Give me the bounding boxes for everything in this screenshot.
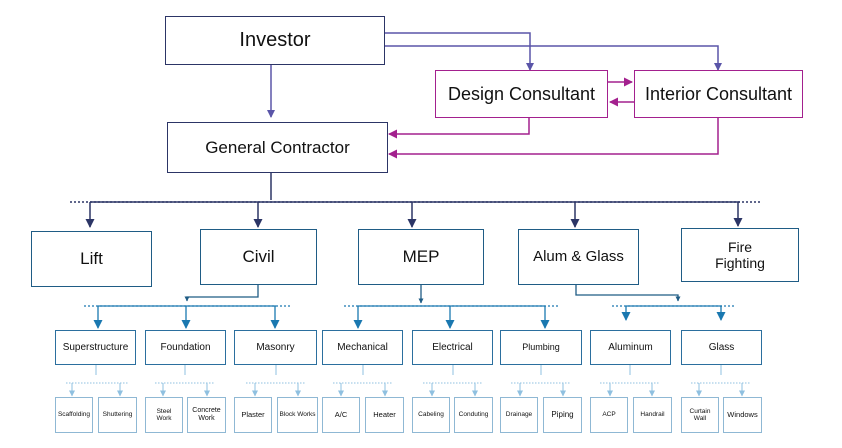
work-steel-work-label-1: Steel xyxy=(156,407,172,415)
subtrade-superstructure: Superstructure xyxy=(55,330,136,365)
work-steel-work-label-2: Work xyxy=(156,415,172,422)
interior-consultant-box: Interior Consultant xyxy=(634,70,803,118)
subtrade-glass: Glass xyxy=(681,330,762,365)
work-plaster-label: Plaster xyxy=(241,409,265,419)
trade-alum-glass: Alum & Glass xyxy=(518,229,639,285)
work-block-works-label: Block Works xyxy=(279,411,316,419)
subtrade-electrical-label: Electrical xyxy=(432,341,473,353)
trade-lift-label: Lift xyxy=(80,249,103,269)
subtrade-aluminum: Aluminum xyxy=(590,330,671,365)
trade-alum-glass-label: Alum & Glass xyxy=(533,248,624,266)
subtrade-superstructure-label: Superstructure xyxy=(62,341,129,353)
work-concrete-work-label-2: Work xyxy=(198,415,215,422)
trade-fire-fighting-label-2: Fighting xyxy=(715,255,765,271)
work-handrail-label: Handrail xyxy=(640,411,665,419)
work-curtain-wall: Curtain Wall xyxy=(681,397,719,433)
work-scaffolding: Scaffolding xyxy=(55,397,93,433)
subtrade-foundation: Foundation xyxy=(145,330,226,365)
subtrade-glass-label: Glass xyxy=(708,341,735,353)
work-conduting-label: Conduting xyxy=(458,411,489,419)
work-concrete-work-label-1: Concrete xyxy=(192,406,221,414)
investor-links xyxy=(267,32,722,118)
work-steel-work: Steel Work xyxy=(145,397,183,433)
work-cabeling: Cabeling xyxy=(412,397,450,433)
work-shuttering-label: Shuttering xyxy=(102,411,133,419)
work-cabeling-label: Cabeling xyxy=(418,411,444,419)
work-drainage: Drainage xyxy=(500,397,538,433)
work-curtain-wall-label-1: Curtain xyxy=(689,407,711,415)
consultant-links xyxy=(388,77,719,159)
work-block-works: Block Works xyxy=(277,397,318,433)
work-ac: A/C xyxy=(322,397,360,433)
trade-fire-fighting-label-1: Fire xyxy=(727,238,753,255)
investor-box: Investor xyxy=(165,16,385,65)
trade-links xyxy=(84,285,736,329)
trade-civil-label: Civil xyxy=(242,247,275,267)
work-handrail: Handrail xyxy=(633,397,672,433)
interior-consultant-label: Interior Consultant xyxy=(644,83,793,104)
subtrade-plumbing: Plumbing xyxy=(500,330,582,365)
work-shuttering: Shuttering xyxy=(98,397,137,433)
subtrade-mechanical: Mechanical xyxy=(322,330,403,365)
investor-label: Investor xyxy=(239,29,311,51)
contractor-links xyxy=(70,173,760,228)
general-contractor-box: General Contractor xyxy=(167,122,388,173)
work-piping-label: Piping xyxy=(551,410,574,420)
subtrade-mechanical-label: Mechanical xyxy=(337,341,388,353)
work-conduting: Conduting xyxy=(454,397,493,433)
work-heater-label: Heater xyxy=(373,409,396,419)
work-ac-label: A/C xyxy=(334,409,348,419)
subtrade-masonry: Masonry xyxy=(234,330,317,365)
work-scaffolding-label: Scaffolding xyxy=(57,411,91,419)
work-heater: Heater xyxy=(365,397,404,433)
subtrade-plumbing-label: Plumbing xyxy=(522,342,560,353)
general-contractor-label: General Contractor xyxy=(205,137,350,157)
work-windows: Windows xyxy=(723,397,762,433)
work-acp-label: ACP xyxy=(602,411,616,419)
subtrade-aluminum-label: Aluminum xyxy=(608,341,653,353)
work-plaster: Plaster xyxy=(234,397,272,433)
work-curtain-wall-label-2: Wall xyxy=(693,415,707,422)
trade-lift: Lift xyxy=(31,231,152,287)
work-piping: Piping xyxy=(543,397,582,433)
trade-mep-label: MEP xyxy=(402,247,440,267)
work-acp: ACP xyxy=(590,397,628,433)
design-consultant-box: Design Consultant xyxy=(435,70,608,118)
trade-mep: MEP xyxy=(358,229,484,285)
trade-fire-fighting: Fire Fighting xyxy=(681,228,799,282)
subtrade-links xyxy=(66,365,751,397)
design-consultant-label: Design Consultant xyxy=(447,83,596,104)
work-concrete-work: Concrete Work xyxy=(187,397,226,433)
subtrade-electrical: Electrical xyxy=(412,330,493,365)
work-windows-label: Windows xyxy=(727,409,758,419)
work-drainage-label: Drainage xyxy=(505,411,533,419)
trade-civil: Civil xyxy=(200,229,317,285)
subtrade-foundation-label: Foundation xyxy=(160,341,211,353)
subtrade-masonry-label: Masonry xyxy=(256,341,295,353)
